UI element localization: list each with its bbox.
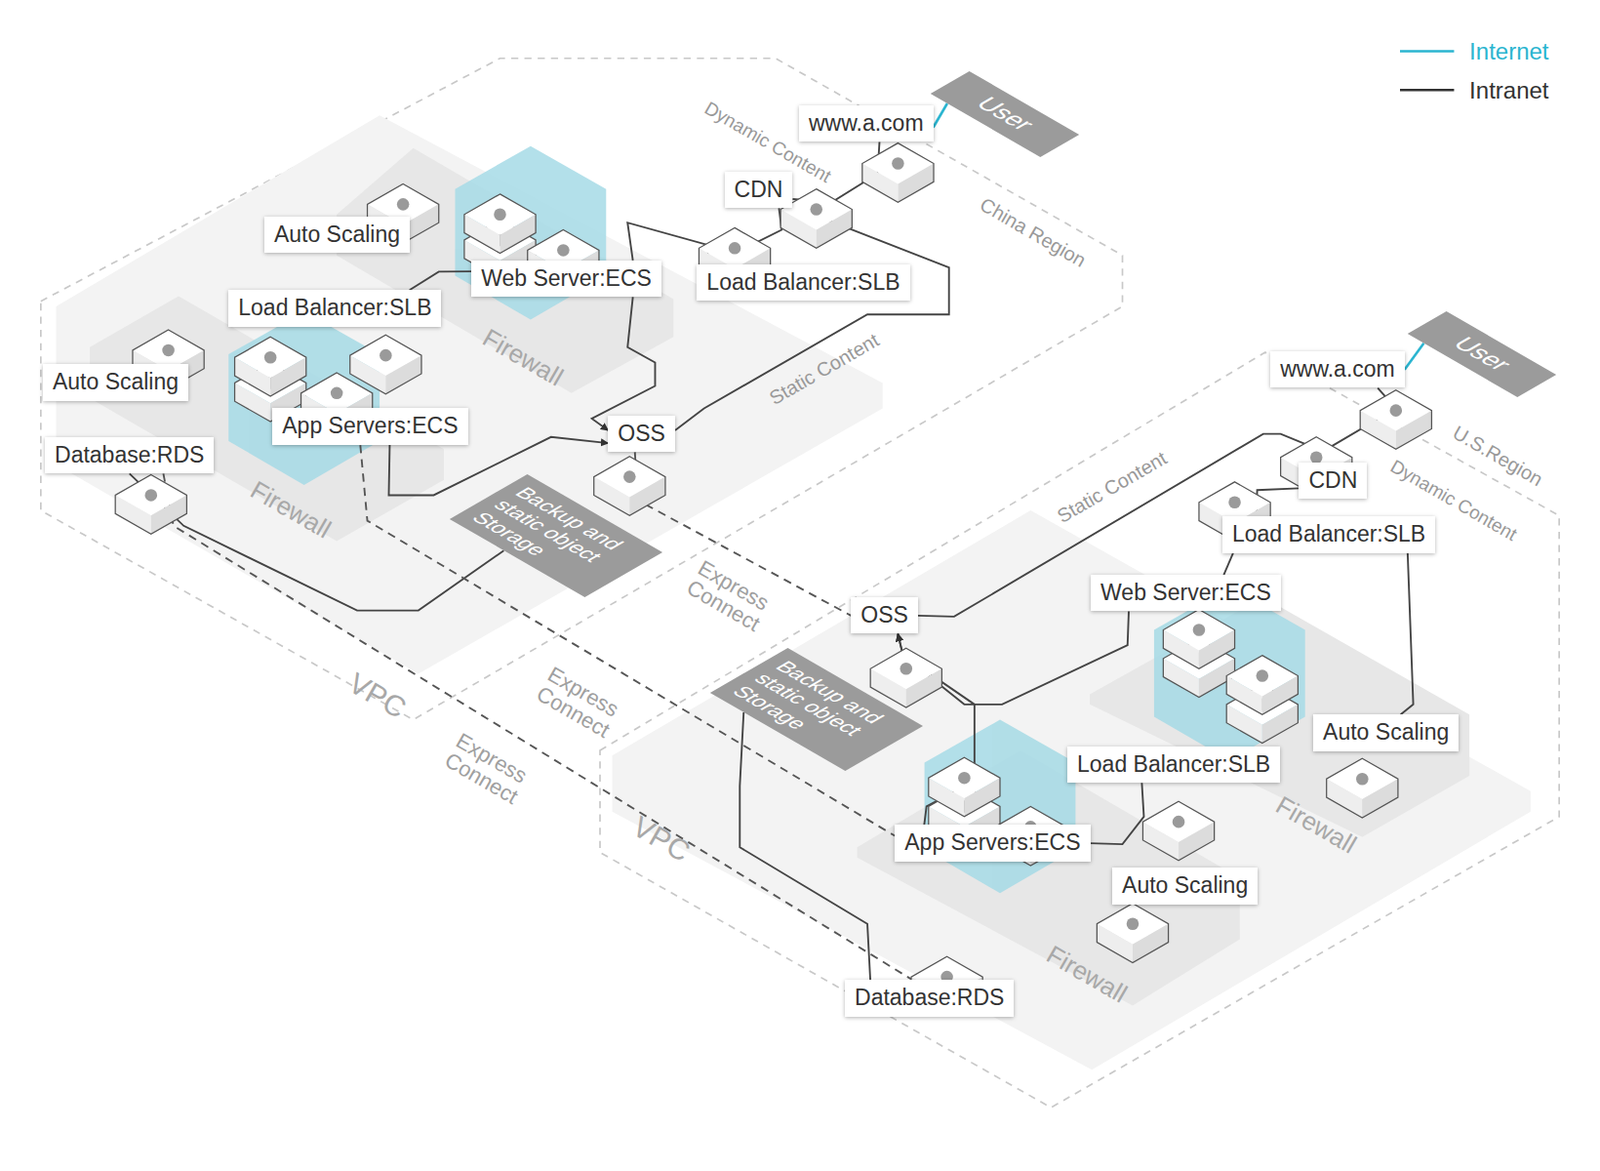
label-text: www.a.com	[808, 110, 924, 138]
service-label: Web Server:ECS	[1090, 574, 1281, 612]
service-icon	[464, 194, 536, 254]
label-text: Load Balancer:SLB	[238, 294, 432, 322]
server-group-highlight	[1154, 587, 1306, 761]
service-icon	[115, 475, 187, 535]
service-icon	[862, 143, 934, 203]
label-text: User	[1424, 320, 1540, 388]
service-icon	[1326, 758, 1399, 818]
label-text: Load Balancer:SLB	[1077, 751, 1271, 779]
service-label: App Servers:ECS	[272, 407, 468, 445]
service-label: Auto Scaling	[42, 363, 189, 401]
region-label: China Region	[976, 194, 1089, 272]
label-text: Auto Scaling	[1322, 719, 1449, 747]
service-label: Database:RDS	[844, 979, 1014, 1017]
intranet-connector	[1090, 782, 1145, 844]
internet-connector	[1404, 343, 1425, 370]
service-label: Load Balancer:SLB	[228, 289, 441, 327]
service-icon	[594, 456, 666, 517]
intranet-connector	[1223, 553, 1234, 575]
label-text: Auto Scaling	[274, 221, 400, 249]
intranet-connector	[592, 296, 656, 430]
region-label: VPC	[343, 667, 411, 724]
label-text: www.a.com	[1280, 356, 1396, 384]
service-icon	[1096, 903, 1168, 963]
service-label: CDN	[1298, 462, 1367, 500]
service-icon	[928, 757, 1000, 817]
legend-line-sample	[1400, 88, 1454, 92]
legend-line-sample	[1400, 49, 1454, 53]
service-label: www.a.com	[1270, 351, 1405, 389]
service-label: Auto Scaling	[1313, 714, 1459, 752]
intranet-connector	[409, 271, 472, 290]
edge-label: Express Connect	[440, 728, 549, 817]
vpc-ground	[56, 115, 1531, 1070]
service-icon	[1142, 800, 1214, 861]
vpc-ground	[612, 510, 1531, 1070]
legend-line-sample	[1400, 50, 1454, 90]
label-text: OSS	[860, 601, 909, 630]
edge-label: Express Connect	[533, 662, 641, 751]
service-label: Load Balancer:SLB	[1222, 516, 1436, 554]
service-icon	[235, 336, 307, 397]
server-group-highlight	[228, 146, 1305, 894]
label-text: Auto Scaling	[1121, 872, 1248, 900]
label-text: App Servers:ECS	[904, 829, 1080, 857]
region-label: U.S.Region	[1449, 422, 1547, 490]
label-text: Web Server:ECS	[1100, 579, 1272, 607]
region-label: Static Content	[1053, 447, 1170, 527]
express-connect-line	[360, 444, 895, 836]
band-label: User	[1407, 311, 1557, 398]
service-label: Load Balancer:SLB	[696, 264, 910, 302]
legend-text: Intranet	[1469, 78, 1549, 103]
service-label: OSS	[607, 415, 676, 453]
label-text: OSS	[617, 420, 666, 448]
service-label: OSS	[850, 597, 919, 635]
server-group-highlight	[924, 720, 1077, 894]
internet-connector	[933, 103, 948, 127]
firewall-ground	[89, 148, 1470, 1006]
service-label: Auto Scaling	[264, 216, 410, 254]
region-outline	[40, 58, 1560, 1108]
label-text: Database:RDS	[54, 441, 204, 470]
service-label: App Servers:ECS	[894, 824, 1090, 862]
service-label: Database:RDS	[44, 437, 214, 475]
service-icon	[350, 334, 422, 395]
label-text: Load Balancer:SLB	[1232, 520, 1426, 549]
label-text: App Servers:ECS	[281, 412, 458, 440]
intranet-connector	[627, 222, 709, 265]
label-text: CDN	[1308, 467, 1358, 495]
service-label: CDN	[724, 171, 794, 209]
express-connect-line	[162, 473, 913, 980]
service-icon	[1226, 655, 1298, 716]
label-text: Database:RDS	[854, 984, 1004, 1012]
legend-text: Internet	[1469, 39, 1549, 64]
label-text: User	[947, 80, 1063, 148]
label-text: Web Server:ECS	[480, 265, 652, 293]
label-text: Auto Scaling	[52, 368, 179, 397]
intranet-connector	[1400, 553, 1414, 715]
label-text: Load Balancer:SLB	[706, 269, 900, 297]
service-icon	[1162, 609, 1235, 670]
service-icon	[115, 143, 1432, 1016]
intranet-connector	[388, 437, 608, 496]
edge-label: Express Connect	[682, 556, 791, 644]
service-label: Load Balancer:SLB	[1067, 746, 1280, 784]
service-icon	[1360, 390, 1432, 450]
service-label: Auto Scaling	[1112, 867, 1258, 905]
label-text: CDN	[734, 176, 784, 204]
service-label: Web Server:ECS	[471, 260, 662, 298]
service-icon	[870, 647, 942, 708]
service-label: www.a.com	[799, 105, 934, 143]
server-group-highlight	[228, 311, 380, 485]
band-label: User	[930, 71, 1080, 158]
